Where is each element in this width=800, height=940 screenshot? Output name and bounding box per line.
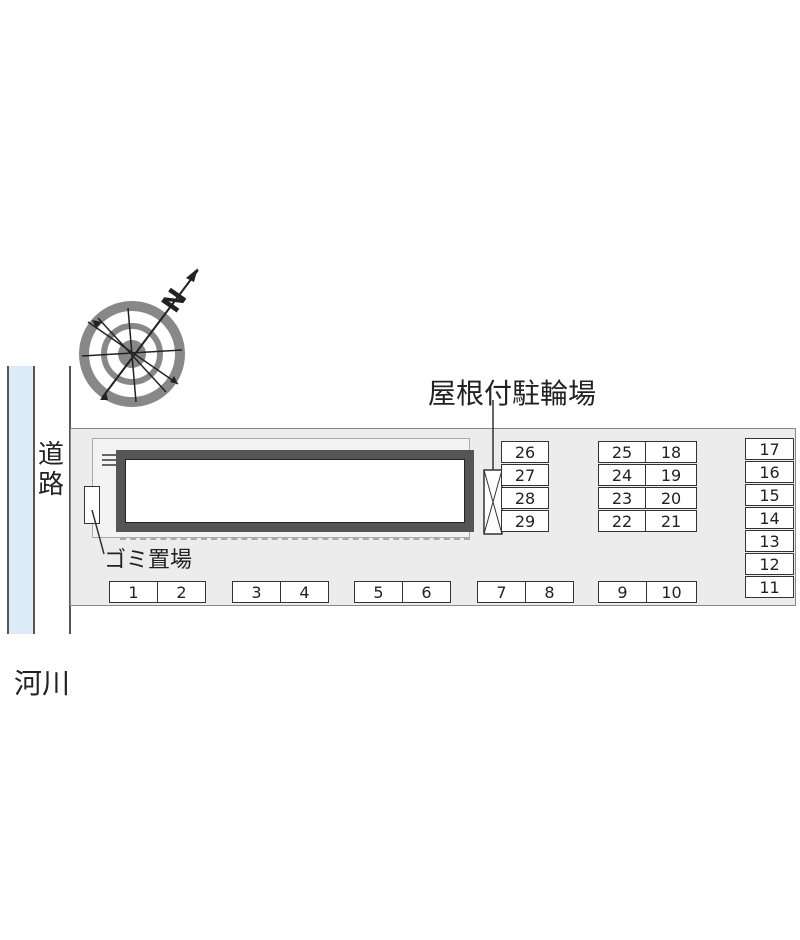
parking-slot: 27: [501, 464, 549, 486]
parking-slot: 17: [745, 438, 794, 460]
road-label: 道 路: [38, 440, 65, 500]
garbage-area: [84, 486, 100, 524]
building-edge-dashes: [120, 538, 470, 540]
parking-slot: 19: [645, 464, 697, 486]
parking-slot: 29: [501, 510, 549, 532]
parking-slot: 26: [501, 441, 549, 463]
parking-slot: 5: [354, 581, 403, 603]
bike-parking: [483, 400, 503, 535]
parking-slot: 9: [598, 581, 647, 603]
parking-slot: 4: [280, 581, 329, 603]
parking-slot: 6: [402, 581, 451, 603]
parking-slot: 28: [501, 487, 549, 509]
parking-slot: 13: [745, 530, 794, 552]
apartment-building: [116, 450, 474, 532]
parking-slot: 24: [598, 464, 646, 486]
river-label: 河川: [14, 667, 71, 700]
parking-slot: 8: [525, 581, 574, 603]
parking-slot: 21: [645, 510, 697, 532]
parking-slot: 10: [646, 581, 697, 603]
bike-parking-label: 屋根付駐輪場: [428, 377, 597, 410]
parking-slot: 15: [745, 484, 794, 506]
parking-slot: 18: [645, 441, 697, 463]
parking-slot: 2: [157, 581, 206, 603]
parking-slot: 20: [645, 487, 697, 509]
parking-slot: 1: [109, 581, 158, 603]
river: [7, 366, 35, 634]
parking-slot: 25: [598, 441, 646, 463]
parking-slot: 3: [232, 581, 281, 603]
parking-slot: 16: [745, 461, 794, 483]
parking-slot: 22: [598, 510, 646, 532]
garbage-leader-line: [91, 510, 105, 555]
parking-slot: 14: [745, 507, 794, 529]
garbage-label: ゴミ置場: [104, 548, 193, 573]
parking-slot: 7: [477, 581, 526, 603]
compass-icon: [79, 268, 199, 407]
parking-slot: 12: [745, 553, 794, 575]
parking-slot: 23: [598, 487, 646, 509]
parking-slot: 11: [745, 576, 794, 598]
entrance-icon: [102, 454, 116, 466]
